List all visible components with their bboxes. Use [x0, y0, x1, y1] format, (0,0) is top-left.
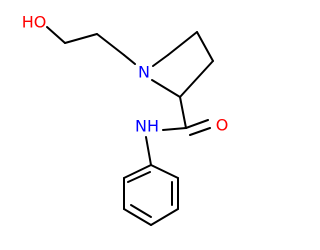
amide-nitrogen-label: NH [135, 117, 159, 136]
bond-ph-1-2 [123, 164, 152, 179]
bond-c2-c3 [96, 33, 125, 56]
bond-nh-phenyl [145, 136, 152, 166]
bond-cb-cc [196, 31, 214, 62]
bond-ph-4-5 [150, 208, 179, 226]
bond-carbonyl-o-1 [185, 119, 209, 129]
bond-ph-inner-b [130, 204, 152, 218]
bond-c3-n [123, 54, 136, 65]
bond-carbonyl-o-2 [189, 127, 211, 136]
bond-ca-cb [167, 31, 198, 56]
bond-c1-c2 [64, 33, 98, 44]
bond-ph-inner-a [127, 171, 151, 183]
hydroxyl-label: HO [22, 13, 47, 32]
bond-c2-n [151, 79, 181, 98]
bond-n-ca [152, 54, 169, 67]
bond-cc-c2 [179, 60, 214, 98]
ring-nitrogen-label: N [138, 63, 150, 82]
bond-carbonyl-nh [162, 127, 187, 131]
carbonyl-oxygen-label: O [216, 116, 229, 135]
structure-canvas: HO N O NH [22, 13, 229, 226]
bond-o-c1 [46, 26, 66, 44]
bond-ph-3-4 [123, 208, 152, 226]
bond-c2-carbonyl [179, 96, 187, 129]
bond-ph-6-1 [150, 164, 179, 179]
molecule-diagram: HO N O NH [22, 13, 229, 226]
